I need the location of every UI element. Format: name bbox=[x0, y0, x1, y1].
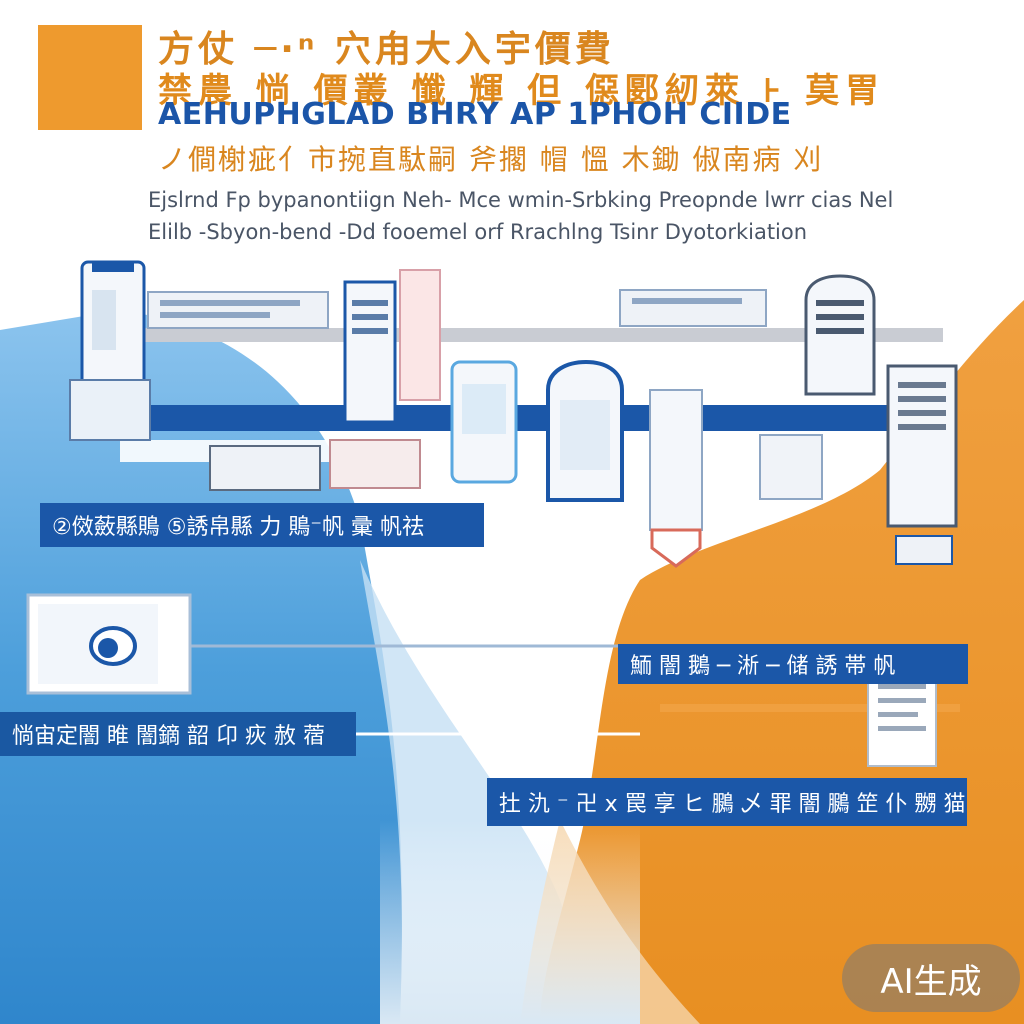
label-bar-3: 鮞 闇 鵝 ─ 淅 ─ 储 誘 帯 帆 bbox=[618, 644, 968, 684]
doc-tower-2 bbox=[343, 269, 441, 424]
label-bar-2: 惝宙定闇 睢 闇鏑 韶 卬 疢 赦 蓿 bbox=[0, 712, 356, 756]
doc-tower-4 bbox=[804, 274, 876, 396]
label-bar-4-text: 扗 氿 ⁻ 卍 ⅹ 罠 享 ヒ 鵩 乄 罪 闇 鵩 䇥 仆 嬲 猫 bbox=[499, 792, 966, 817]
doc-tower-3 bbox=[450, 360, 518, 484]
label-bar-1: ②傚蘞縣鵙 ⑤誘帛縣 力 鵙⁻帆 彚 帆祛 bbox=[40, 503, 484, 547]
grey-rail bbox=[108, 328, 943, 342]
document-sheet bbox=[867, 667, 937, 767]
label-bar-4: 扗 氿 ⁻ 卍 ⅹ 罠 享 ヒ 鵩 乄 罪 闇 鵩 䇥 仆 嬲 猫 bbox=[487, 778, 967, 826]
monitor-illustration bbox=[26, 593, 192, 695]
orange-square bbox=[38, 25, 142, 130]
subtitle-line-2: Elilb -Sbyon-bend -Dd fooemel orf Rrachl… bbox=[148, 220, 808, 244]
label-bar-2-text: 惝宙定闇 睢 闇鏑 韶 卬 疢 赦 蓿 bbox=[12, 724, 325, 749]
orange-line bbox=[660, 704, 960, 712]
label-bar-3-text: 鮞 闇 鵝 ─ 淅 ─ 储 誘 帯 帆 bbox=[630, 654, 896, 679]
doc-panel-2 bbox=[619, 289, 767, 327]
blue-rail bbox=[110, 405, 950, 431]
doc-shield-tower bbox=[649, 389, 703, 568]
doc-arch bbox=[546, 359, 624, 502]
headline-line-1: 方仗 ─·ⁿ 穴甪大入宇價費 bbox=[158, 29, 615, 70]
mist bbox=[380, 820, 640, 1024]
doc-panel-3 bbox=[759, 434, 823, 500]
headline-line-3: AEHUPHGLAD BHRY AP 1PHOH CIIDE bbox=[158, 97, 792, 132]
doc-tower-5 bbox=[886, 364, 958, 565]
label-bar-1-text: ②傚蘞縣鵙 ⑤誘帛縣 力 鵙⁻帆 彚 帆祛 bbox=[52, 515, 425, 540]
doc-tower-1 bbox=[69, 260, 151, 441]
ai-generated-badge: AI生成 bbox=[842, 944, 1020, 1012]
headline-line-4: ノ僴榭疵亻市捥直駄嗣 斧擱 帽 慍 木鋤 俶南病 刈 bbox=[158, 143, 824, 176]
subtitle-line-1: Ejslrnd Fp bypanontiign Neh- Mce wmin-Sr… bbox=[148, 188, 893, 212]
doc-cluster-low bbox=[209, 439, 421, 491]
ai-generated-badge-text: AI生成 bbox=[880, 961, 982, 1002]
headline-line-2: 禁農 惝 價叢 懺 輝 但 僫郾紉萊 ⊦ 莫胃 bbox=[158, 71, 886, 111]
doc-panel-1 bbox=[147, 291, 329, 329]
